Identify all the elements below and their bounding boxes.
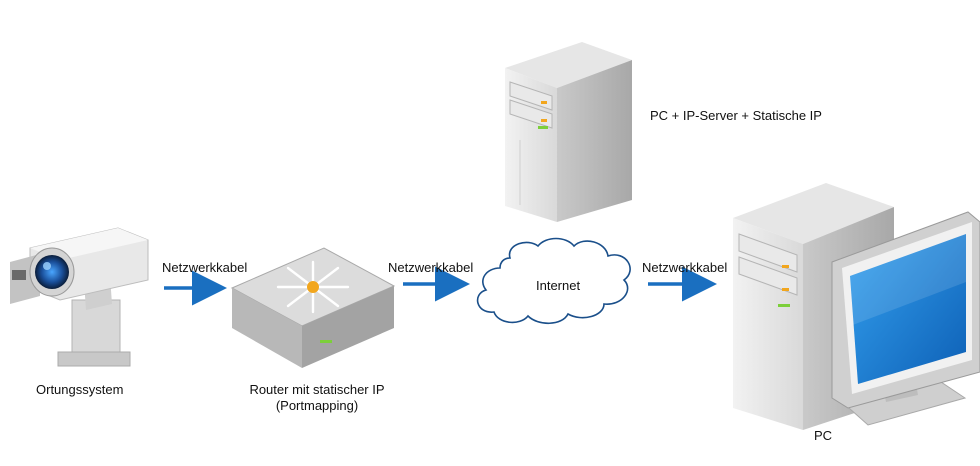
router-switch-icon [230, 247, 396, 368]
link-label-router-internet: Netzwerkkabel [388, 260, 474, 275]
ptz-camera-icon [10, 227, 149, 367]
router-label-line2: (Portmapping) [275, 398, 359, 413]
link-label-camera-router: Netzwerkkabel [162, 260, 248, 275]
internet-label: Internet [536, 278, 581, 293]
router-label-line1: Router mit statischer IP [249, 382, 385, 397]
link-label-internet-pc: Netzwerkkabel [642, 260, 728, 275]
cloud-icon [476, 237, 631, 325]
desktop-pc-icon [733, 183, 980, 430]
server-label: PC + IP-Server + Statische IP [650, 108, 822, 123]
server-tower-icon [505, 42, 632, 222]
router-label: Router mit statischer IP (Portmapping) [240, 382, 394, 414]
pc-label: PC [814, 428, 833, 443]
camera-label: Ortungssystem [36, 382, 124, 397]
